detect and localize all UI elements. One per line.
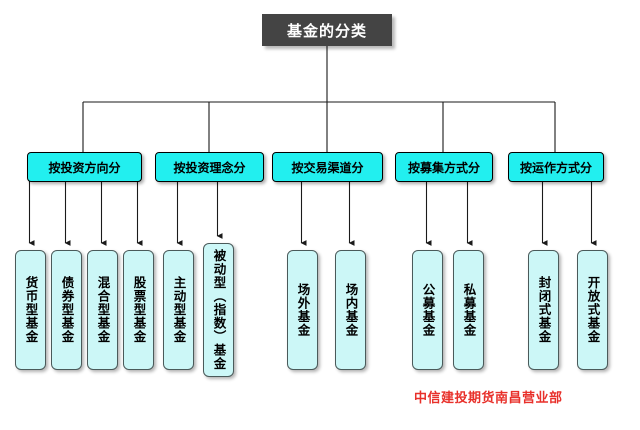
leaf-node-label: 被动型（指数）基金: [211, 249, 227, 371]
leaf-node-public-offering-fund[interactable]: 公募基金: [412, 250, 443, 370]
leaf-node-label: 主动型基金: [171, 276, 187, 344]
leaf-node-label: 场内基金: [343, 283, 359, 337]
leaf-node-label: 场外基金: [295, 283, 311, 337]
leaf-node-label: 混合型基金: [95, 276, 111, 344]
footer-attribution: 中信建投期货南昌营业部: [414, 391, 563, 406]
category-node-investment-direction[interactable]: 按投资方向分: [27, 152, 142, 182]
leaf-node-otc-fund[interactable]: 场外基金: [287, 250, 318, 370]
root-node-title: 基金的分类: [262, 14, 392, 46]
leaf-node-label: 债券型基金: [59, 276, 75, 344]
category-node-operation-method[interactable]: 按运作方式分: [508, 152, 604, 182]
leaf-node-label: 股票型基金: [131, 276, 147, 344]
leaf-node-active-fund[interactable]: 主动型基金: [163, 250, 194, 370]
leaf-node-label: 货币型基金: [23, 276, 39, 344]
leaf-node-hybrid-fund[interactable]: 混合型基金: [87, 250, 118, 370]
leaf-node-private-offering-fund[interactable]: 私募基金: [453, 250, 484, 370]
category-node-investment-philosophy[interactable]: 按投资理念分: [155, 152, 264, 182]
leaf-node-label: 私募基金: [461, 283, 477, 337]
leaf-node-bond-fund[interactable]: 债券型基金: [51, 250, 82, 370]
leaf-node-money-market-fund[interactable]: 货币型基金: [15, 250, 46, 370]
leaf-node-label: 开放式基金: [585, 276, 601, 344]
leaf-node-equity-fund[interactable]: 股票型基金: [123, 250, 154, 370]
category-node-fundraising-method[interactable]: 按募集方式分: [395, 152, 493, 182]
category-node-trading-channel[interactable]: 按交易渠道分: [272, 152, 383, 182]
leaf-node-label: 公募基金: [420, 283, 436, 337]
leaf-node-closed-end-fund[interactable]: 封闭式基金: [528, 250, 559, 370]
leaf-node-exchange-traded-fund[interactable]: 场内基金: [335, 250, 366, 370]
leaf-node-open-end-fund[interactable]: 开放式基金: [577, 250, 608, 370]
leaf-node-passive-index-fund[interactable]: 被动型（指数）基金: [203, 243, 234, 377]
leaf-node-label: 封闭式基金: [536, 276, 552, 344]
